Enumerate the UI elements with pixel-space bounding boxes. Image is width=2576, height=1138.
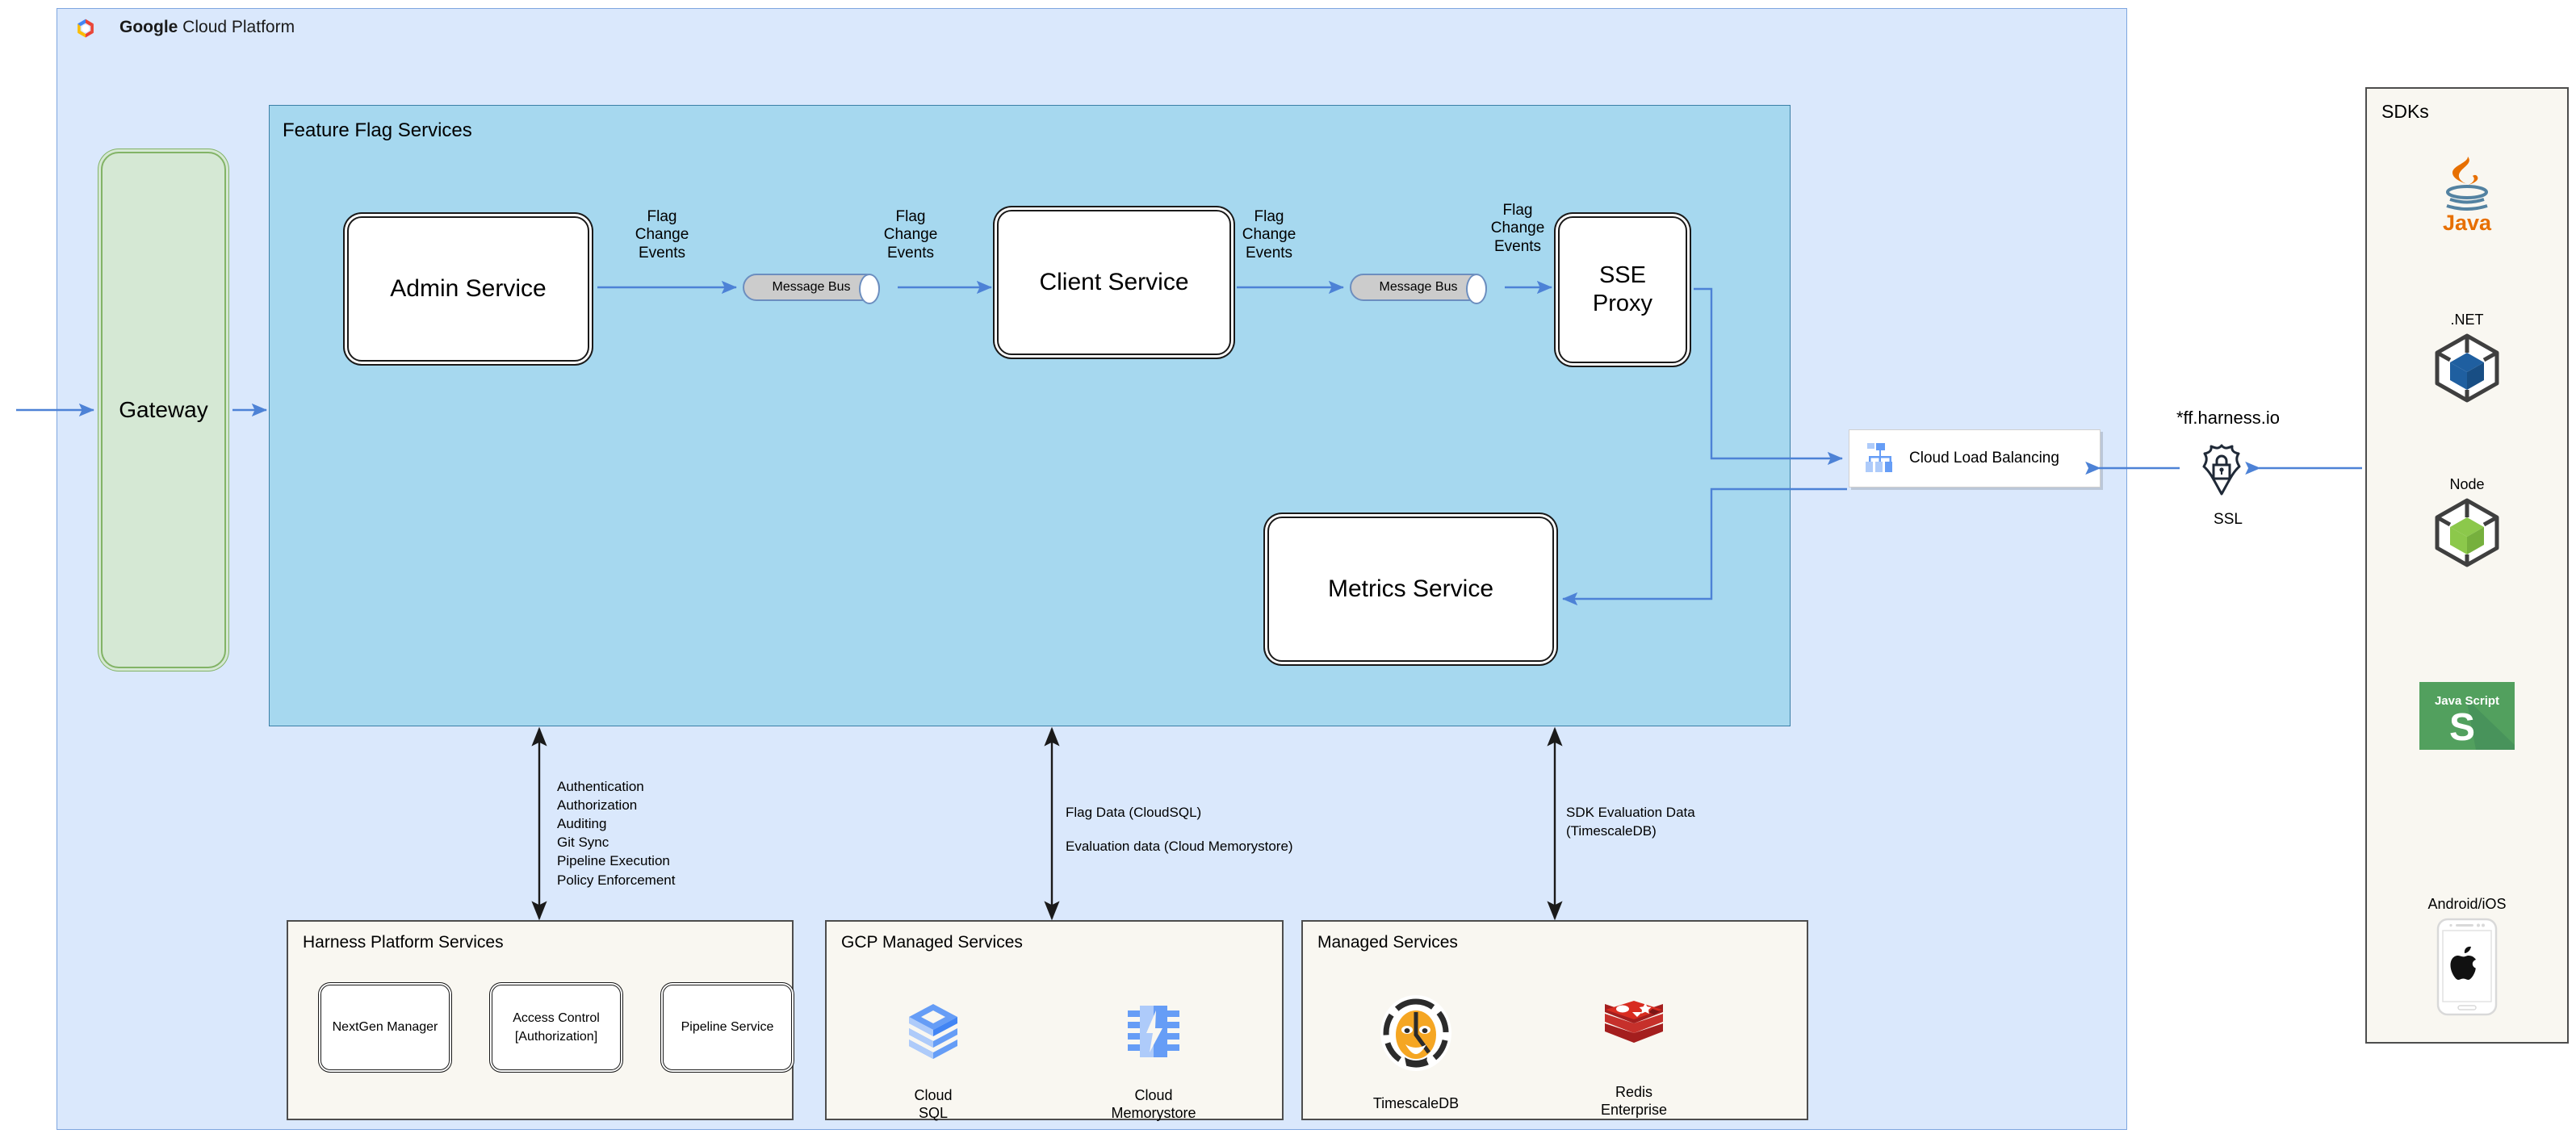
redis-enterprise-label: Redis Enterprise — [1600, 1084, 1668, 1118]
dotnet-cube-icon — [2435, 333, 2499, 403]
sdk-item-dotnet[interactable]: .NET — [2365, 312, 2569, 407]
admin-service-label: Admin Service — [390, 275, 547, 302]
access-control-label: Access Control [Authorization] — [513, 1010, 600, 1044]
client-service-label: Client Service — [1039, 269, 1189, 295]
harness-platform-services-title: Harness Platform Services — [303, 933, 504, 952]
redis-icon — [1605, 1000, 1663, 1043]
java-logo-icon: Java — [2443, 157, 2492, 235]
admin-service-node[interactable]: Admin Service — [347, 216, 589, 362]
edge-label-flag-change-events-3: Flag Change Events — [1242, 208, 1296, 261]
sdks-title: SDKs — [2381, 101, 2429, 122]
managed-services-title: Managed Services — [1317, 933, 1458, 952]
annotation-evaluation-data: Evaluation data (Cloud Memorystore) — [1066, 839, 1293, 854]
managed-services-panel: Managed Services TimescaleDB — [1301, 920, 1808, 1120]
redis-enterprise-item[interactable]: Redis Enterprise — [1569, 983, 1698, 1119]
nextgen-manager-node[interactable]: NextGen Manager — [320, 985, 450, 1070]
javascript-badge-text: Java Script — [2435, 694, 2499, 708]
cloud-memorystore-label: Cloud Memorystore — [1111, 1087, 1196, 1121]
message-bus-2-label: Message Bus — [1379, 280, 1458, 294]
gcp-title-brand: Google — [119, 18, 178, 36]
edge-label-flag-change-events-1: Flag Change Events — [635, 208, 689, 261]
annotation-sdk-evaluation-data: SDK Evaluation Data (TimescaleDB) — [1566, 805, 1695, 839]
timescaledb-label: TimescaleDB — [1372, 1095, 1460, 1112]
svg-text:S: S — [2449, 706, 2475, 749]
nextgen-manager-label: NextGen Manager — [332, 1020, 438, 1035]
annotation-harness-platform: Authentication Authorization Auditing Gi… — [557, 779, 676, 888]
cloud-load-balancing-label: Cloud Load Balancing — [1909, 450, 2059, 466]
ssl-shield-lock-icon — [2202, 444, 2241, 496]
feature-flag-services-panel — [269, 105, 1791, 726]
cloud-memorystore-icon — [1128, 1005, 1179, 1057]
annotation-flag-data: Flag Data (CloudSQL) — [1066, 805, 1202, 820]
harness-platform-services-panel: Harness Platform Services NextGen Manage… — [287, 920, 794, 1120]
timescaledb-item[interactable]: TimescaleDB — [1351, 977, 1481, 1113]
sdk-item-android-ios[interactable]: Android/iOS — [2365, 896, 2569, 1020]
node-cube-icon — [2435, 498, 2499, 567]
cloud-sql-item[interactable]: Cloud SQL — [877, 985, 990, 1122]
ssl-label: SSL — [2214, 511, 2243, 528]
metrics-service-node[interactable]: Metrics Service — [1267, 517, 1554, 662]
cloud-memorystore-item[interactable]: Cloud Memorystore — [1085, 985, 1222, 1122]
cloud-sql-label: Cloud SQL — [914, 1087, 953, 1121]
gcp-title: Google Cloud Platform — [119, 18, 295, 37]
sse-proxy-node[interactable]: SSE Proxy — [1558, 216, 1687, 363]
gcp-managed-services-title: GCP Managed Services — [841, 933, 1023, 952]
gateway-node[interactable]: Gateway — [101, 152, 226, 668]
pipeline-service-label: Pipeline Service — [681, 1020, 774, 1035]
sse-proxy-label: SSE Proxy — [1592, 262, 1653, 316]
gcp-managed-services-panel: GCP Managed Services Cloud SQL — [825, 920, 1284, 1122]
cloud-load-balancing-icon — [1866, 443, 1892, 472]
edge-label-flag-change-events-4: Flag Change Events — [1490, 202, 1545, 255]
gateway-label: Gateway — [119, 397, 208, 422]
sdk-label-dotnet: .NET — [2450, 312, 2484, 328]
ff-domain-label: *ff.harness.io — [2176, 408, 2280, 428]
sdk-item-javascript[interactable]: Java Script S — [2365, 682, 2569, 754]
javascript-logo-icon: Java Script S — [2419, 682, 2515, 750]
gcp-title-rest: Cloud Platform — [178, 18, 295, 36]
edge-label-flag-change-events-2: Flag Change Events — [883, 208, 938, 261]
google-cloud-logo-icon — [77, 19, 94, 38]
mobile-device-apple-icon — [2436, 918, 2498, 1016]
sdk-item-java[interactable]: Java — [2365, 155, 2569, 236]
client-service-node[interactable]: Client Service — [997, 210, 1231, 355]
metrics-service-label: Metrics Service — [1327, 575, 1494, 602]
svg-text:Java: Java — [2443, 211, 2492, 232]
message-bus-1-label: Message Bus — [772, 280, 851, 294]
sdk-label-android-ios: Android/iOS — [2427, 896, 2507, 912]
feature-flag-services-title: Feature Flag Services — [283, 119, 472, 141]
sdk-item-node[interactable]: Node — [2365, 476, 2569, 571]
message-bus-1[interactable]: Message Bus — [743, 274, 880, 304]
access-control-node[interactable]: Access Control [Authorization] — [492, 985, 621, 1070]
sdk-label-node: Node — [2449, 476, 2485, 492]
cloud-sql-icon — [909, 1003, 957, 1059]
pipeline-service-node[interactable]: Pipeline Service — [663, 985, 792, 1070]
cloud-load-balancing-node[interactable]: Cloud Load Balancing — [1849, 429, 2101, 487]
timescaledb-tiger-icon — [1380, 994, 1451, 1071]
message-bus-2[interactable]: Message Bus — [1350, 274, 1487, 304]
